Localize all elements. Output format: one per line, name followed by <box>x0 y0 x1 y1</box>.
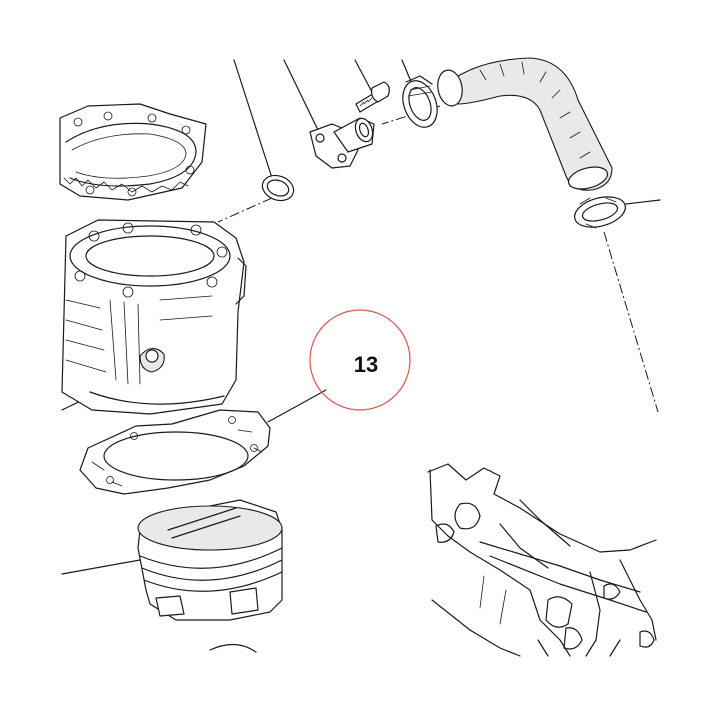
bolt <box>355 81 390 113</box>
leader-lines <box>61 59 661 575</box>
base-gasket <box>79 409 271 495</box>
frame <box>427 463 657 657</box>
cylinder-head-gasket <box>59 103 207 201</box>
piston <box>137 499 283 653</box>
callout-leader <box>267 389 327 423</box>
cylinder <box>61 219 247 415</box>
hose-clamp-upper <box>402 75 438 128</box>
callout-label: 13 <box>354 352 378 377</box>
callout-circle <box>309 309 411 411</box>
coolant-hose <box>437 57 613 191</box>
water-union <box>309 117 375 169</box>
callout-13: 13 <box>309 309 411 411</box>
o-ring <box>261 174 295 202</box>
hose-clamp-lower <box>574 196 626 229</box>
